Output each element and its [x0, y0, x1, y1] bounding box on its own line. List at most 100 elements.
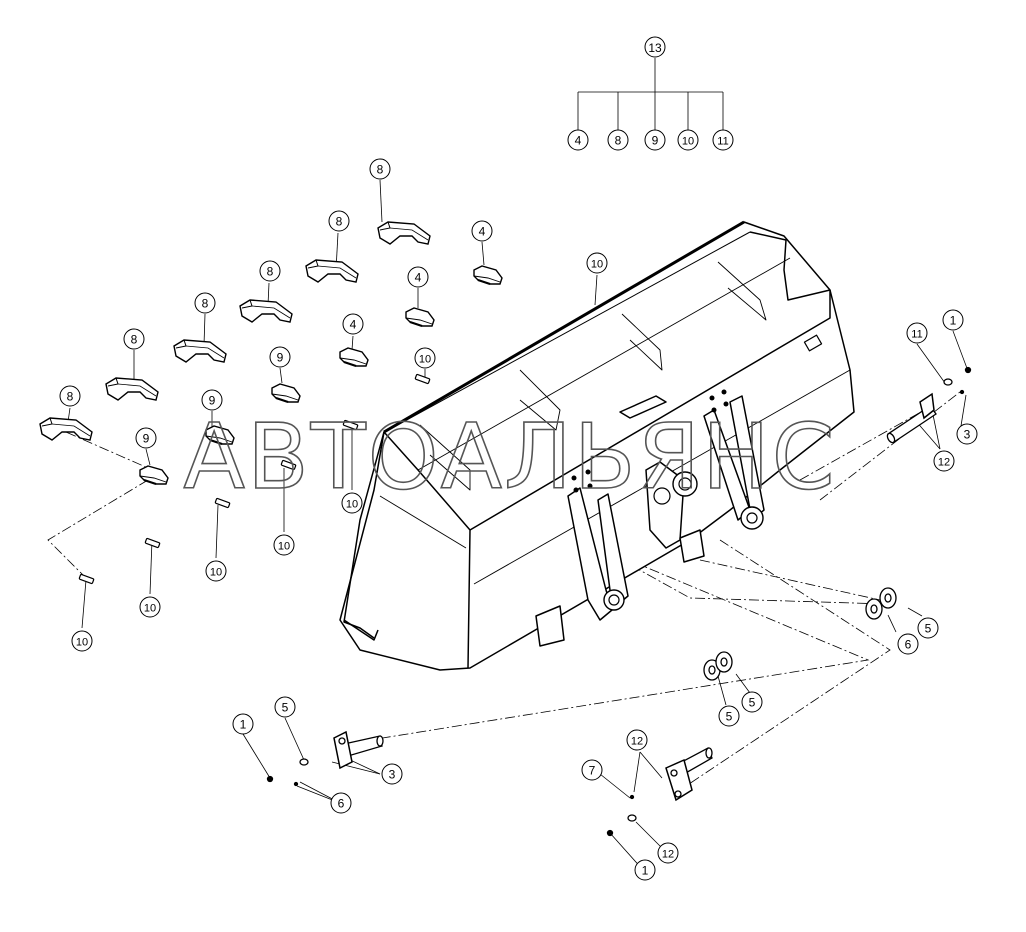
pin-part — [144, 537, 161, 549]
part-callout-label: 4 — [415, 271, 422, 285]
part-callout-label: 5 — [925, 622, 932, 636]
tooth-part — [305, 259, 359, 283]
tree-root-circle — [644, 36, 666, 58]
part-callout: 9 — [269, 346, 291, 368]
part-callout: 8 — [194, 292, 216, 314]
part-callout-circle — [274, 696, 296, 718]
tree-child-callout-circle — [607, 129, 629, 151]
part-callout-circle — [381, 763, 403, 785]
part-callout-label: 9 — [143, 432, 150, 446]
part-callout: 9 — [135, 427, 157, 449]
part-callout: 12 — [626, 729, 648, 751]
part-callout: 1 — [634, 859, 656, 881]
tree-root-label: 13 — [648, 41, 662, 55]
part-callout-circle — [201, 389, 223, 411]
adapter-part — [472, 264, 504, 286]
tooth-part — [239, 299, 293, 323]
tree-child-callout-circle — [677, 129, 699, 151]
part-callout-label: 3 — [389, 768, 396, 782]
pin-part — [414, 373, 431, 385]
tree-child-callout-circle — [644, 129, 666, 151]
part-callout-label: 10 — [346, 499, 358, 511]
tree-child-callout: 10 — [677, 129, 699, 151]
part-callout-circle — [123, 328, 145, 350]
part-callout-label: 10 — [591, 259, 603, 271]
bottom-right-pin-set — [606, 747, 713, 837]
part-callout: 10 — [205, 560, 227, 582]
part-callout: 12 — [933, 450, 955, 472]
tree-child-callout-circle — [567, 129, 589, 151]
part-callout-label: 6 — [905, 638, 912, 652]
part-callout: 8 — [123, 328, 145, 350]
part-callout-circle — [269, 346, 291, 368]
part-callout-circle — [273, 534, 295, 556]
part-callout: 8 — [259, 260, 281, 282]
part-callout-circle — [205, 560, 227, 582]
part-callout-label: 12 — [631, 736, 643, 748]
callout-layer: 8888884449991010101010101011131265555136… — [59, 158, 978, 881]
part-callout-label: 5 — [749, 696, 756, 710]
part-callout-circle — [897, 633, 919, 655]
part-callout-circle — [718, 705, 740, 727]
part-callout-label: 8 — [67, 390, 74, 404]
tree-child-callout-label: 10 — [682, 136, 694, 148]
part-callout-circle — [634, 859, 656, 881]
adapter-part — [404, 306, 436, 328]
part-callout-circle — [933, 450, 955, 472]
part-callout-label: 1 — [642, 864, 649, 878]
tree-child-callout-label: 4 — [575, 134, 582, 148]
part-callout: 5 — [741, 691, 763, 713]
part-callout: 7 — [581, 759, 603, 781]
part-callout-label: 1 — [240, 718, 247, 732]
part-callout-label: 6 — [338, 797, 345, 811]
part-callout: 10 — [341, 492, 363, 514]
part-callout-circle — [581, 759, 603, 781]
part-callout-circle — [369, 158, 391, 180]
part-callout-circle — [942, 309, 964, 331]
part-callout-label: 3 — [964, 428, 971, 442]
part-callout-circle — [328, 210, 350, 232]
part-callout-label: 10 — [144, 603, 156, 615]
part-callout: 5 — [917, 617, 939, 639]
part-callout-label: 11 — [911, 329, 922, 341]
part-callout: 10 — [139, 596, 161, 618]
part-callout-label: 7 — [589, 764, 596, 778]
part-callout-circle — [917, 617, 939, 639]
bucket-assembly — [339, 220, 855, 671]
right-pin-set — [886, 366, 972, 444]
part-callout-circle — [657, 842, 679, 864]
part-callout-label: 5 — [726, 710, 733, 724]
tree-children: 4 8 9 10 11 — [567, 129, 734, 151]
part-callout-circle — [342, 313, 364, 335]
part-callout-circle — [232, 713, 254, 735]
part-callout-label: 8 — [267, 265, 274, 279]
part-callout: 10 — [414, 347, 436, 369]
watermark-text: АВТОАЛЬЯНС — [183, 405, 836, 510]
pin-part — [78, 573, 95, 585]
bucket-holes — [571, 389, 729, 493]
part-callout: 4 — [471, 220, 493, 242]
part-callout: 5 — [274, 696, 296, 718]
part-callout-label: 10 — [419, 354, 431, 366]
part-callout: 10 — [273, 534, 295, 556]
part-callout-label: 8 — [377, 163, 384, 177]
part-callout: 10 — [586, 252, 608, 274]
tooth-part — [173, 339, 227, 363]
part-callout-circle — [626, 729, 648, 751]
part-callout-circle — [906, 322, 928, 344]
tooth-part — [105, 377, 159, 401]
part-callout-circle — [194, 292, 216, 314]
part-callout-label: 12 — [662, 849, 674, 861]
tree-child-callout: 11 — [712, 129, 734, 151]
part-callout-circle — [139, 596, 161, 618]
part-callout-label: 10 — [210, 567, 222, 579]
part-callout: 1 — [942, 309, 964, 331]
tree-child-callout-label: 9 — [652, 134, 659, 148]
part-callout-circle — [741, 691, 763, 713]
part-callout-label: 8 — [131, 333, 138, 347]
part-callout-label: 4 — [479, 225, 486, 239]
part-callout-circle — [956, 423, 978, 445]
tree-child-callout-label: 11 — [717, 136, 728, 148]
tree-child-callout-label: 8 — [615, 134, 622, 148]
part-callout-label: 8 — [202, 297, 209, 311]
